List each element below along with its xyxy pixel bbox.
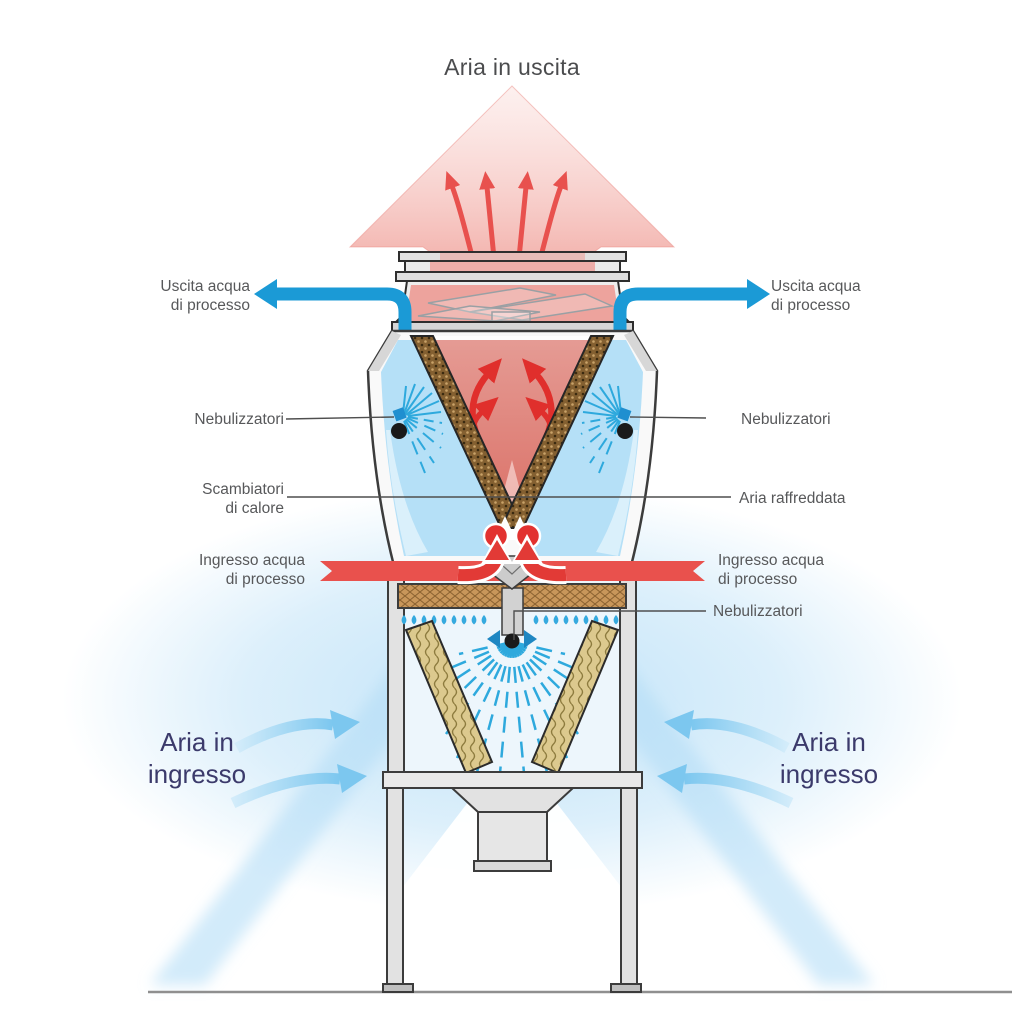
left-arrow-icon [254,279,277,309]
label-air-in-left: Aria in ingresso [147,727,247,789]
label-water-in-right: Ingresso acqua di processo [718,552,824,589]
exhaust-air-arrows [445,171,568,259]
intake-air-arrows-right [657,710,794,808]
leader-lines [285,416,731,640]
nebulizer-right [580,383,633,474]
nebulizer-left [391,383,444,474]
heat-exchanger-coils [409,335,615,529]
intake-air-arrows-left [230,710,367,808]
label-water-out-right: Uscita acqua di processo [771,278,861,315]
label-water-out-left: Uscita acqua di processo [160,278,250,315]
label-nebulizers-lower: Nebulizzatori [713,603,803,620]
label-water-in-left: Ingresso acqua di processo [199,552,305,589]
fan-blades-icon [417,287,615,322]
label-nebulizers-right: Nebulizzatori [741,411,831,428]
bottom-hopper [449,787,576,872]
label-heat-exchangers: Scambiatori di calore [202,481,284,518]
base-beam [382,771,643,789]
fill-media-panels [404,619,620,775]
label-air-out: Aria in uscita [444,54,580,80]
exhaust-fan-housing [391,251,634,332]
support-legs [382,787,642,993]
exhaust-plume [348,85,676,253]
label-cooled-air: Aria raffreddata [739,490,846,507]
label-nebulizers-left: Nebulizzatori [194,411,284,428]
nebulizer-lower [487,587,537,649]
water-inlet-pipe [320,534,705,590]
label-air-in-right: Aria in ingresso [779,727,879,789]
right-arrow-icon [747,279,770,309]
